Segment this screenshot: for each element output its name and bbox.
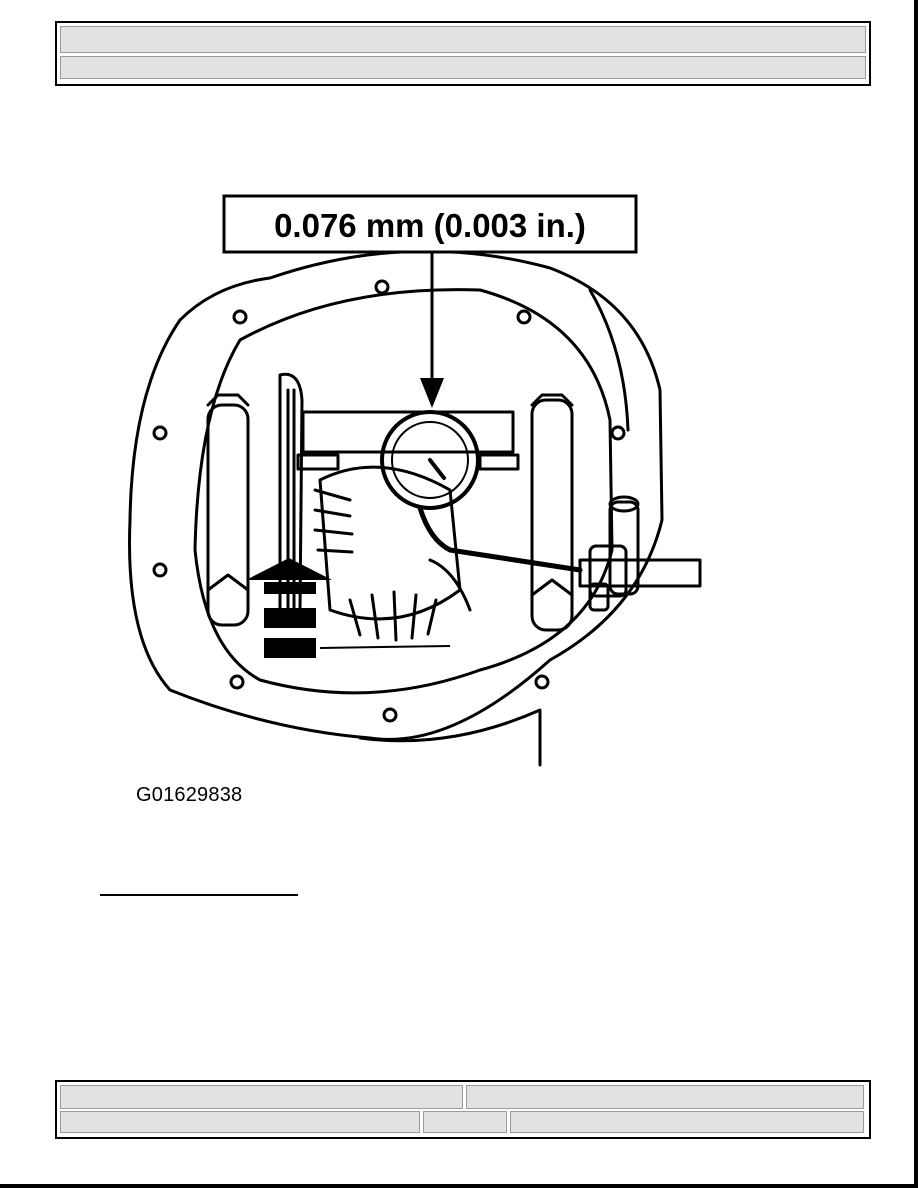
footer-cell-top-left <box>60 1085 463 1109</box>
callout-label: 0.076 mm (0.003 in.) <box>274 207 586 244</box>
movement-arrow-bar-3 <box>264 638 316 658</box>
footer-cell-bottom-left <box>60 1111 420 1133</box>
housing-inner-flange <box>193 288 614 695</box>
callout-arrow-head <box>420 378 444 408</box>
bolt-hole <box>232 309 248 325</box>
dial-indicator-body <box>380 410 480 510</box>
document-footer <box>55 1080 871 1139</box>
magnetic-base-post-top <box>608 495 640 513</box>
footer-cell-bottom-right <box>510 1111 864 1133</box>
dial-indicator-needle <box>428 458 446 480</box>
side-gear-right <box>428 558 472 612</box>
bolt-hole <box>516 309 532 325</box>
pinion-gear-teeth <box>348 590 438 642</box>
bolt-hole <box>229 674 245 690</box>
bolt-hole <box>382 707 398 723</box>
callout-box <box>222 194 638 254</box>
indicator-arm <box>578 558 702 588</box>
dial-indicator-face <box>391 421 469 499</box>
indicator-clamp-knob <box>588 582 610 612</box>
housing-bottom-lip <box>358 708 542 767</box>
movement-arrow-bar-1 <box>264 582 316 594</box>
header-title-bar <box>60 26 866 53</box>
fixture-clamp-left <box>296 453 340 471</box>
dial-indicator-stem <box>417 505 583 573</box>
header-subtitle-bar <box>60 56 866 79</box>
bolt-hole <box>534 674 550 690</box>
fixture-clamp-right <box>478 453 520 471</box>
bearing-cap-left <box>206 403 250 627</box>
bolt-hole <box>374 279 390 295</box>
movement-arrow-bar-2 <box>264 608 316 628</box>
movement-arrow-head <box>246 558 332 580</box>
footer-cell-top-right <box>466 1085 864 1109</box>
bolt-hole <box>610 425 626 441</box>
bearing-bolt-left-bottom <box>206 573 250 592</box>
bolt-hole <box>152 562 168 578</box>
bearing-bolt-right-bottom <box>530 578 574 597</box>
housing-right-lip <box>588 288 630 432</box>
bearing-bolt-right-top <box>530 393 574 407</box>
bolt-hole <box>152 425 168 441</box>
movement-arrow-leader <box>319 645 451 649</box>
side-gear-teeth <box>313 488 354 554</box>
differential-runout-illustration: 0.076 mm (0.003 in.) <box>128 194 702 767</box>
section-divider-rule <box>100 894 298 896</box>
document-header <box>55 21 871 86</box>
bearing-cap-right <box>530 398 574 632</box>
footer-cell-bottom-middle <box>423 1111 507 1133</box>
bearing-bolt-left-top <box>206 393 250 407</box>
figure-caption-id: G01629838 <box>136 784 243 806</box>
fixture-bar <box>301 410 515 454</box>
